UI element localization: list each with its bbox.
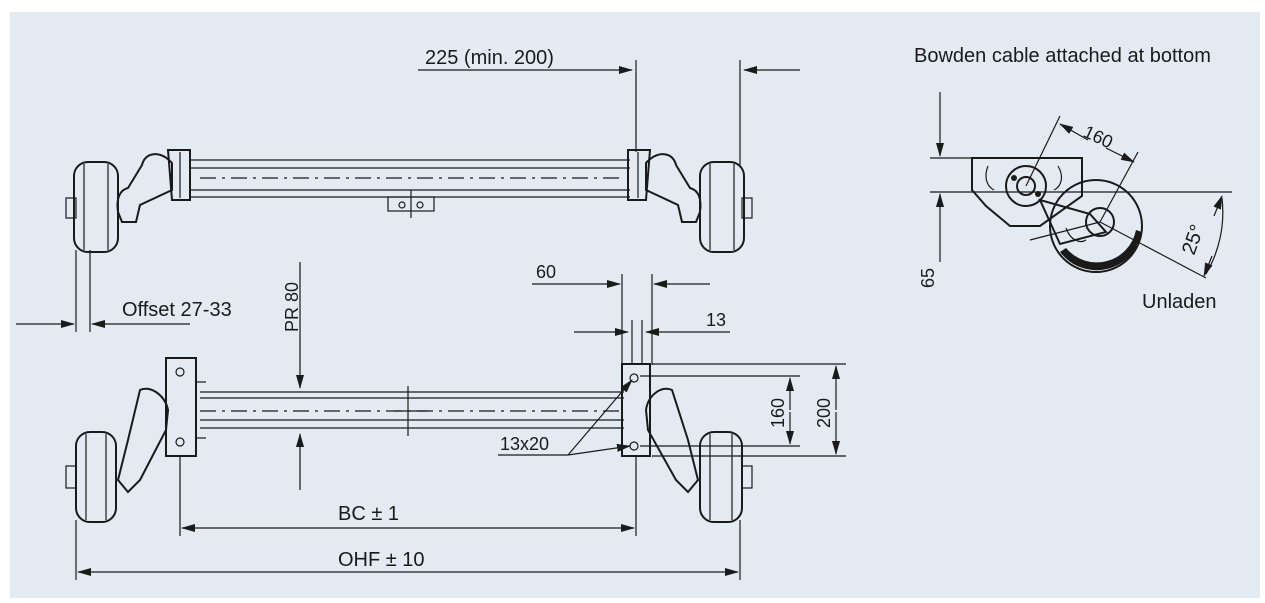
offset-label: Offset 27-33 <box>122 299 232 321</box>
r160-label: 160 <box>1080 121 1116 152</box>
horizontal-dimensions: BC ± 1 OHF ± 10 <box>75 456 741 580</box>
d200-label: 200 <box>814 398 834 428</box>
bracket-dimensions: 60 13 <box>532 262 730 365</box>
sixtyfive-label: 65 <box>918 268 938 288</box>
angle-label: 25° <box>1178 222 1209 258</box>
spacing-label: 225 (min. 200) <box>425 47 554 69</box>
hole-label: 13x20 <box>500 434 549 454</box>
pr-dimension: PR 80 <box>282 262 304 490</box>
hole-callout: 13x20 <box>498 379 633 456</box>
spacing-dimension: 225 (min. 200) <box>418 47 800 165</box>
d160-label: 160 <box>768 398 788 428</box>
bowden-title: Bowden cable attached at bottom <box>914 45 1211 67</box>
pr-label: PR 80 <box>282 282 302 332</box>
bowden-detail: Bowden cable attached at bottom 160 25° <box>914 45 1232 313</box>
offset-dimension: Offset 27-33 <box>16 250 232 332</box>
thirteen-label: 13 <box>706 310 726 330</box>
unladen-label: Unladen <box>1142 291 1217 313</box>
drawing-panel <box>10 12 1260 598</box>
vertical-dimensions: 160 200 <box>640 363 846 457</box>
top-axle-view <box>65 149 753 253</box>
ohf-label: OHF ± 10 <box>338 549 425 571</box>
bottom-axle-view <box>65 357 753 523</box>
bc-label: BC ± 1 <box>338 503 399 525</box>
sixty-label: 60 <box>536 262 556 282</box>
